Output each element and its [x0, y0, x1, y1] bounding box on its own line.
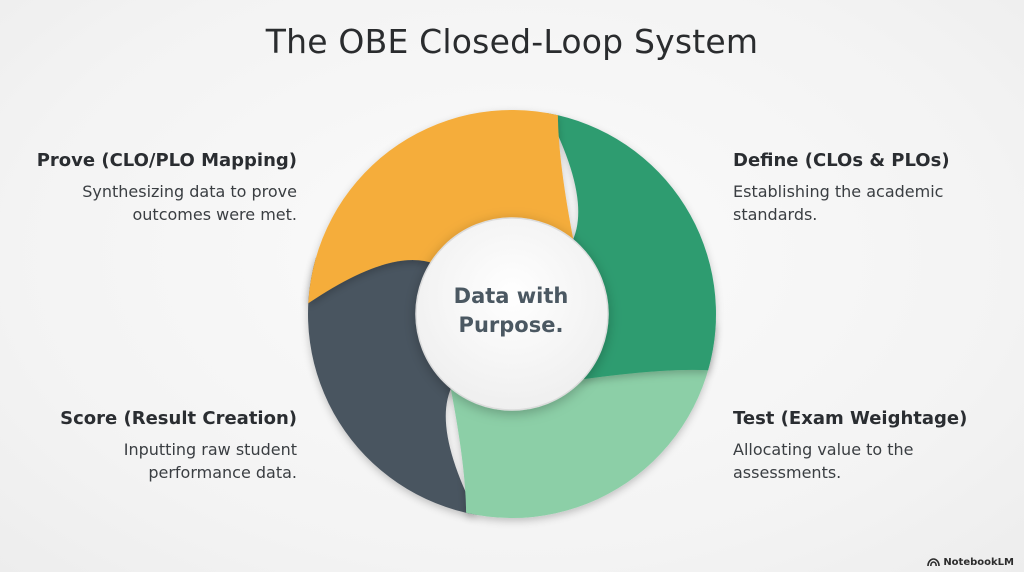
stage-score: Score (Result Creation) Inputting raw st… — [0, 408, 297, 484]
cycle-segments — [308, 109, 716, 519]
page-title: The OBE Closed-Loop System — [265, 22, 759, 61]
hub-label-line-2: Purpose. — [458, 313, 564, 337]
stage-score-description: Inputting raw student performance data. — [123, 440, 297, 482]
stage-prove: Prove (CLO/PLO Mapping) Synthesizing dat… — [0, 150, 297, 226]
stage-test-description: Allocating value to the assessments. — [733, 440, 914, 482]
stage-define: Define (CLOs & PLOs) Establishing the ac… — [733, 150, 1013, 226]
segment-score — [308, 247, 477, 515]
hub-label-line-1: Data with — [453, 284, 569, 308]
notebooklm-logo-icon — [927, 558, 941, 567]
stage-define-description: Establishing the academic standards. — [733, 182, 944, 224]
hub-label: Data with Purpose. — [421, 282, 601, 340]
stage-test-heading: Test (Exam Weightage) — [733, 408, 968, 429]
stage-prove-description: Synthesizing data to prove outcomes were… — [82, 182, 297, 224]
stage-test: Test (Exam Weightage) Allocating value t… — [733, 408, 1013, 484]
notebooklm-brand: NotebookLM — [927, 557, 1014, 568]
stage-prove-heading: Prove (CLO/PLO Mapping) — [36, 150, 297, 171]
stage-define-heading: Define (CLOs & PLOs) — [733, 150, 950, 171]
brand-label: NotebookLM — [943, 557, 1014, 568]
segment-prove — [308, 109, 575, 304]
hub-circle — [415, 217, 609, 411]
stage-score-heading: Score (Result Creation) — [60, 408, 297, 429]
segment-define — [547, 113, 716, 381]
